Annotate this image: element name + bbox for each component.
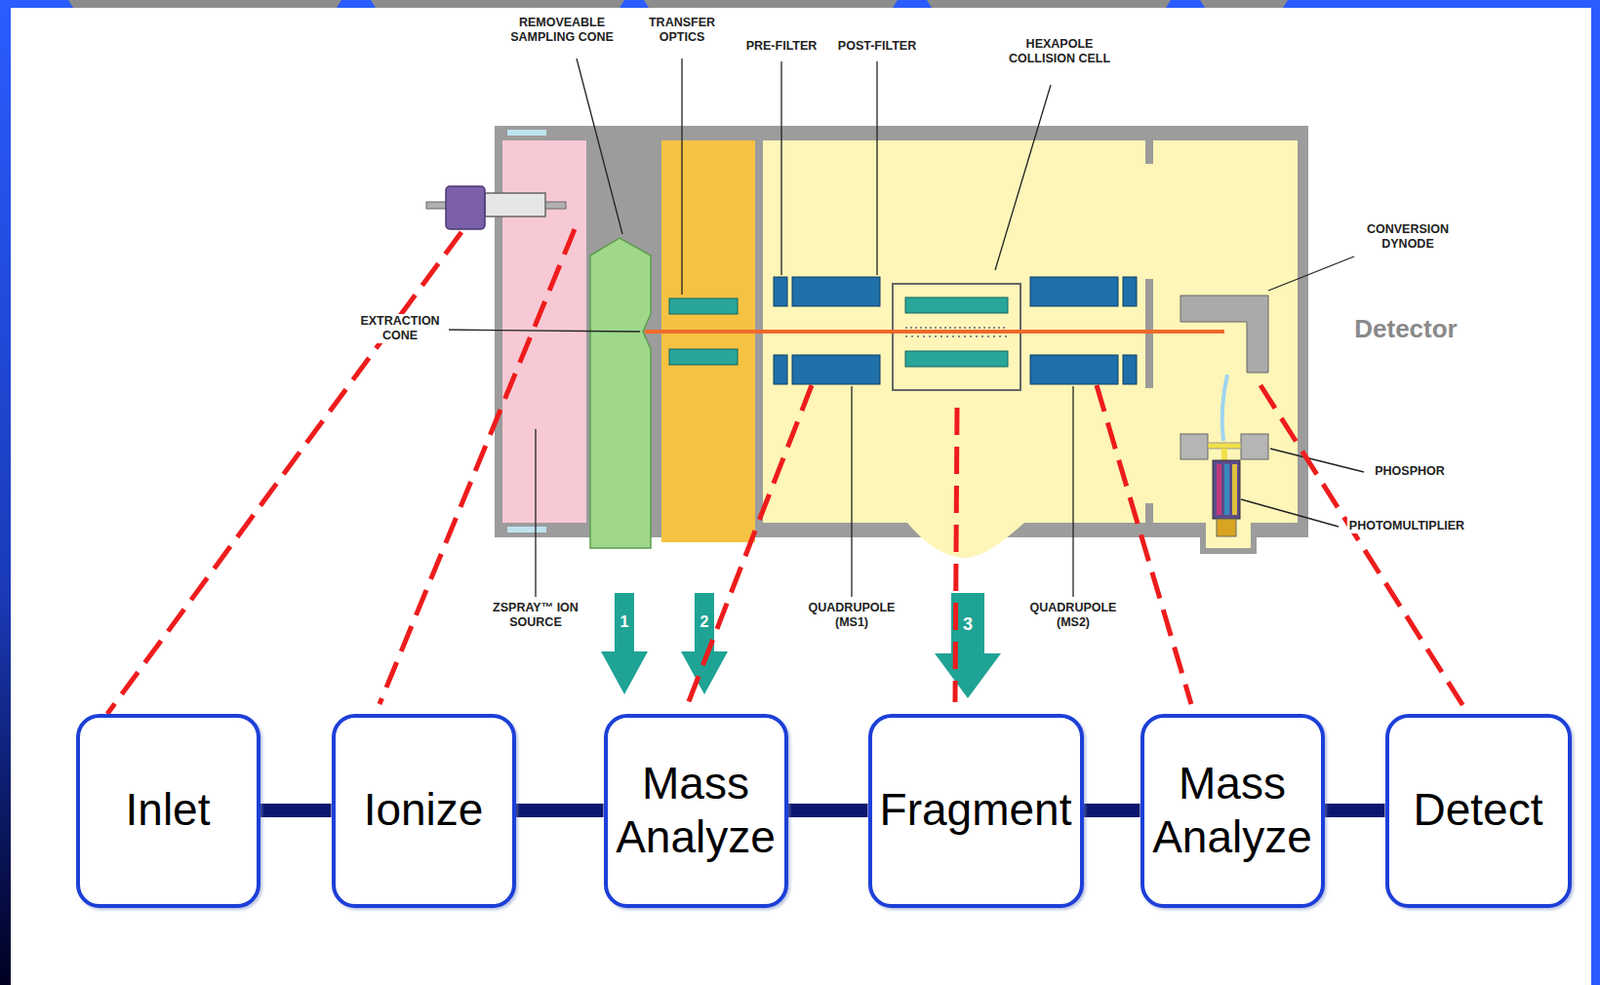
phosphor-link xyxy=(1221,448,1228,461)
flow-connector xyxy=(1324,803,1386,818)
part-label: REMOVEABLE SAMPLING CONE xyxy=(505,15,619,45)
flow-connector xyxy=(260,803,332,818)
part-label: PRE-FILTER xyxy=(744,39,820,54)
stage-arrow xyxy=(600,593,1001,699)
hexapole-rod xyxy=(905,351,1008,367)
part-label: PHOSPHOR xyxy=(1372,464,1447,480)
electron-path xyxy=(1222,374,1228,441)
box-label: Fragment xyxy=(880,783,1073,838)
collision-cell xyxy=(892,283,1021,391)
part-label: HEXAPOLE COLLISION CELL xyxy=(995,37,1124,67)
ion-beam xyxy=(644,329,1225,334)
collision-gas xyxy=(905,326,1008,329)
flow-connector xyxy=(788,803,869,818)
leader-lines xyxy=(442,58,1364,598)
part-label: QUADRUPOLE (MS2) xyxy=(1018,600,1128,631)
part-label: CONVERSION DYNODE xyxy=(1355,222,1461,252)
frame-stripes xyxy=(68,0,1288,8)
frame-band xyxy=(1591,0,1600,985)
callout-number: 1 xyxy=(618,612,632,632)
process-box: Ionize xyxy=(331,714,517,909)
flow-connector xyxy=(1083,803,1141,818)
part-label: POST-FILTER xyxy=(836,39,919,54)
part-label: PHOTOMULTIPLIER xyxy=(1347,519,1467,534)
photomultiplier xyxy=(1212,460,1240,537)
window xyxy=(507,526,547,533)
part-label: Detector xyxy=(1352,314,1459,345)
sampling-cone xyxy=(590,238,651,549)
pump-port xyxy=(907,522,1025,559)
part-label: QUADRUPOLE (MS1) xyxy=(797,600,907,631)
process-box: Mass Analyze xyxy=(1140,714,1325,909)
part-label: EXTRACTION CONE xyxy=(351,314,449,344)
callout-number: 3 xyxy=(960,614,975,637)
transfer-lens xyxy=(669,298,738,315)
process-box: Mass Analyze xyxy=(603,714,789,909)
phosphor xyxy=(1207,442,1241,449)
transfer-chamber xyxy=(661,140,756,543)
box-label: Inlet xyxy=(125,783,211,838)
callout-number: 2 xyxy=(698,612,712,632)
part-label: TRANSFER OPTICS xyxy=(640,15,724,45)
phosphor-block xyxy=(1180,434,1208,460)
window xyxy=(507,129,547,136)
collision-gas xyxy=(905,335,1008,338)
inlet-probe xyxy=(445,186,485,230)
phosphor-block xyxy=(1240,434,1269,460)
box-label: Detect xyxy=(1413,783,1544,838)
inlet-fitting xyxy=(484,193,546,217)
process-box: Fragment xyxy=(868,714,1084,909)
process-box: Detect xyxy=(1385,714,1572,909)
box-label: Ionize xyxy=(363,783,484,838)
process-box: Inlet xyxy=(76,714,261,909)
box-label: Mass Analyze xyxy=(615,757,776,865)
hexapole-rod xyxy=(905,297,1008,314)
conversion-dynode xyxy=(1180,295,1269,373)
wall xyxy=(1145,503,1154,523)
mapping-lines xyxy=(107,229,1469,715)
box-label: Mass Analyze xyxy=(1152,757,1313,865)
transfer-lens xyxy=(669,349,738,365)
flow-connector xyxy=(516,803,604,818)
frame-band xyxy=(0,0,1600,8)
wall xyxy=(1145,140,1154,164)
frame-band xyxy=(0,0,11,985)
part-label: ZSPRAY™ ION SOURCE xyxy=(488,600,583,631)
